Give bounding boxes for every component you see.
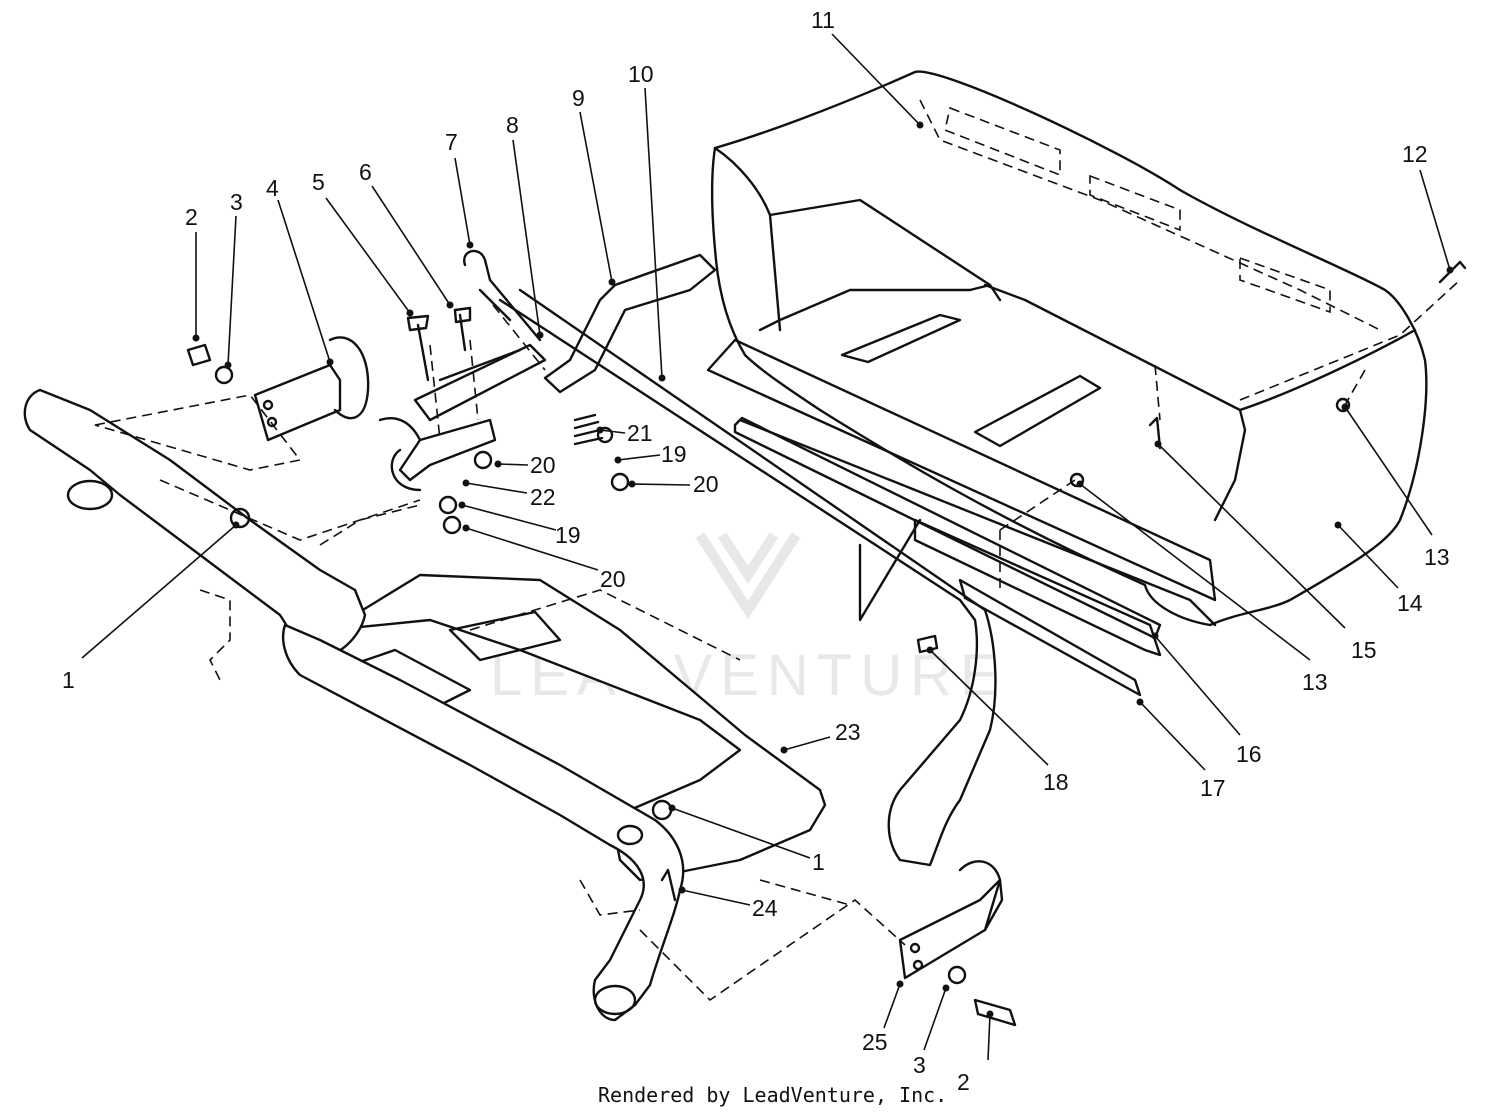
callout-20: 20 xyxy=(693,471,719,497)
callout-12: 12 xyxy=(1402,141,1428,167)
callout-17: 17 xyxy=(1200,775,1226,801)
callout-1: 1 xyxy=(812,849,825,875)
callout-24: 24 xyxy=(752,895,778,921)
hidden-lines xyxy=(94,279,1461,1002)
callout-6: 6 xyxy=(359,159,372,185)
callout-4: 4 xyxy=(266,175,279,201)
callout-8: 8 xyxy=(506,112,519,138)
callout-9: 9 xyxy=(572,85,585,111)
callout-13: 13 xyxy=(1302,669,1328,695)
left-bracket xyxy=(253,336,370,442)
callout-10: 10 xyxy=(628,61,654,87)
callout-11: 11 xyxy=(811,7,835,33)
callout-21: 21 xyxy=(627,420,653,446)
callout-13: 13 xyxy=(1424,544,1450,570)
callout-20: 20 xyxy=(600,566,626,592)
footer-credit: Rendered by LeadVenture, Inc. xyxy=(598,1083,947,1107)
lift-rod xyxy=(498,253,997,867)
callout-2: 2 xyxy=(185,204,198,230)
hardware xyxy=(186,260,1467,1027)
watermark-logo-icon xyxy=(695,532,801,620)
callout-16: 16 xyxy=(1236,741,1262,767)
callout-15: 15 xyxy=(1351,637,1377,663)
callout-25: 25 xyxy=(862,1029,888,1055)
callout-2: 2 xyxy=(957,1069,970,1095)
callout-3: 3 xyxy=(230,189,243,215)
callout-18: 18 xyxy=(1043,769,1069,795)
deflector-panel xyxy=(733,416,1162,697)
grass-catcher-bag xyxy=(706,70,1428,627)
latch-assembly xyxy=(378,249,547,492)
callout-23: 23 xyxy=(835,719,861,745)
leader-lines xyxy=(81,33,1454,1061)
callout-20: 20 xyxy=(530,452,556,478)
callouts: 1 1 2 2 3 3 4 5 6 7 8 9 10 11 12 13 13 1… xyxy=(62,7,1450,1095)
callout-14: 14 xyxy=(1397,590,1423,616)
callout-22: 22 xyxy=(530,484,556,510)
right-bracket xyxy=(898,860,1004,980)
callout-19: 19 xyxy=(555,522,581,548)
callout-1: 1 xyxy=(62,667,75,693)
callout-5: 5 xyxy=(312,169,325,195)
callout-7: 7 xyxy=(445,129,458,155)
callout-19: 19 xyxy=(661,441,687,467)
frame-tube xyxy=(23,388,685,1022)
callout-3: 3 xyxy=(913,1052,926,1078)
